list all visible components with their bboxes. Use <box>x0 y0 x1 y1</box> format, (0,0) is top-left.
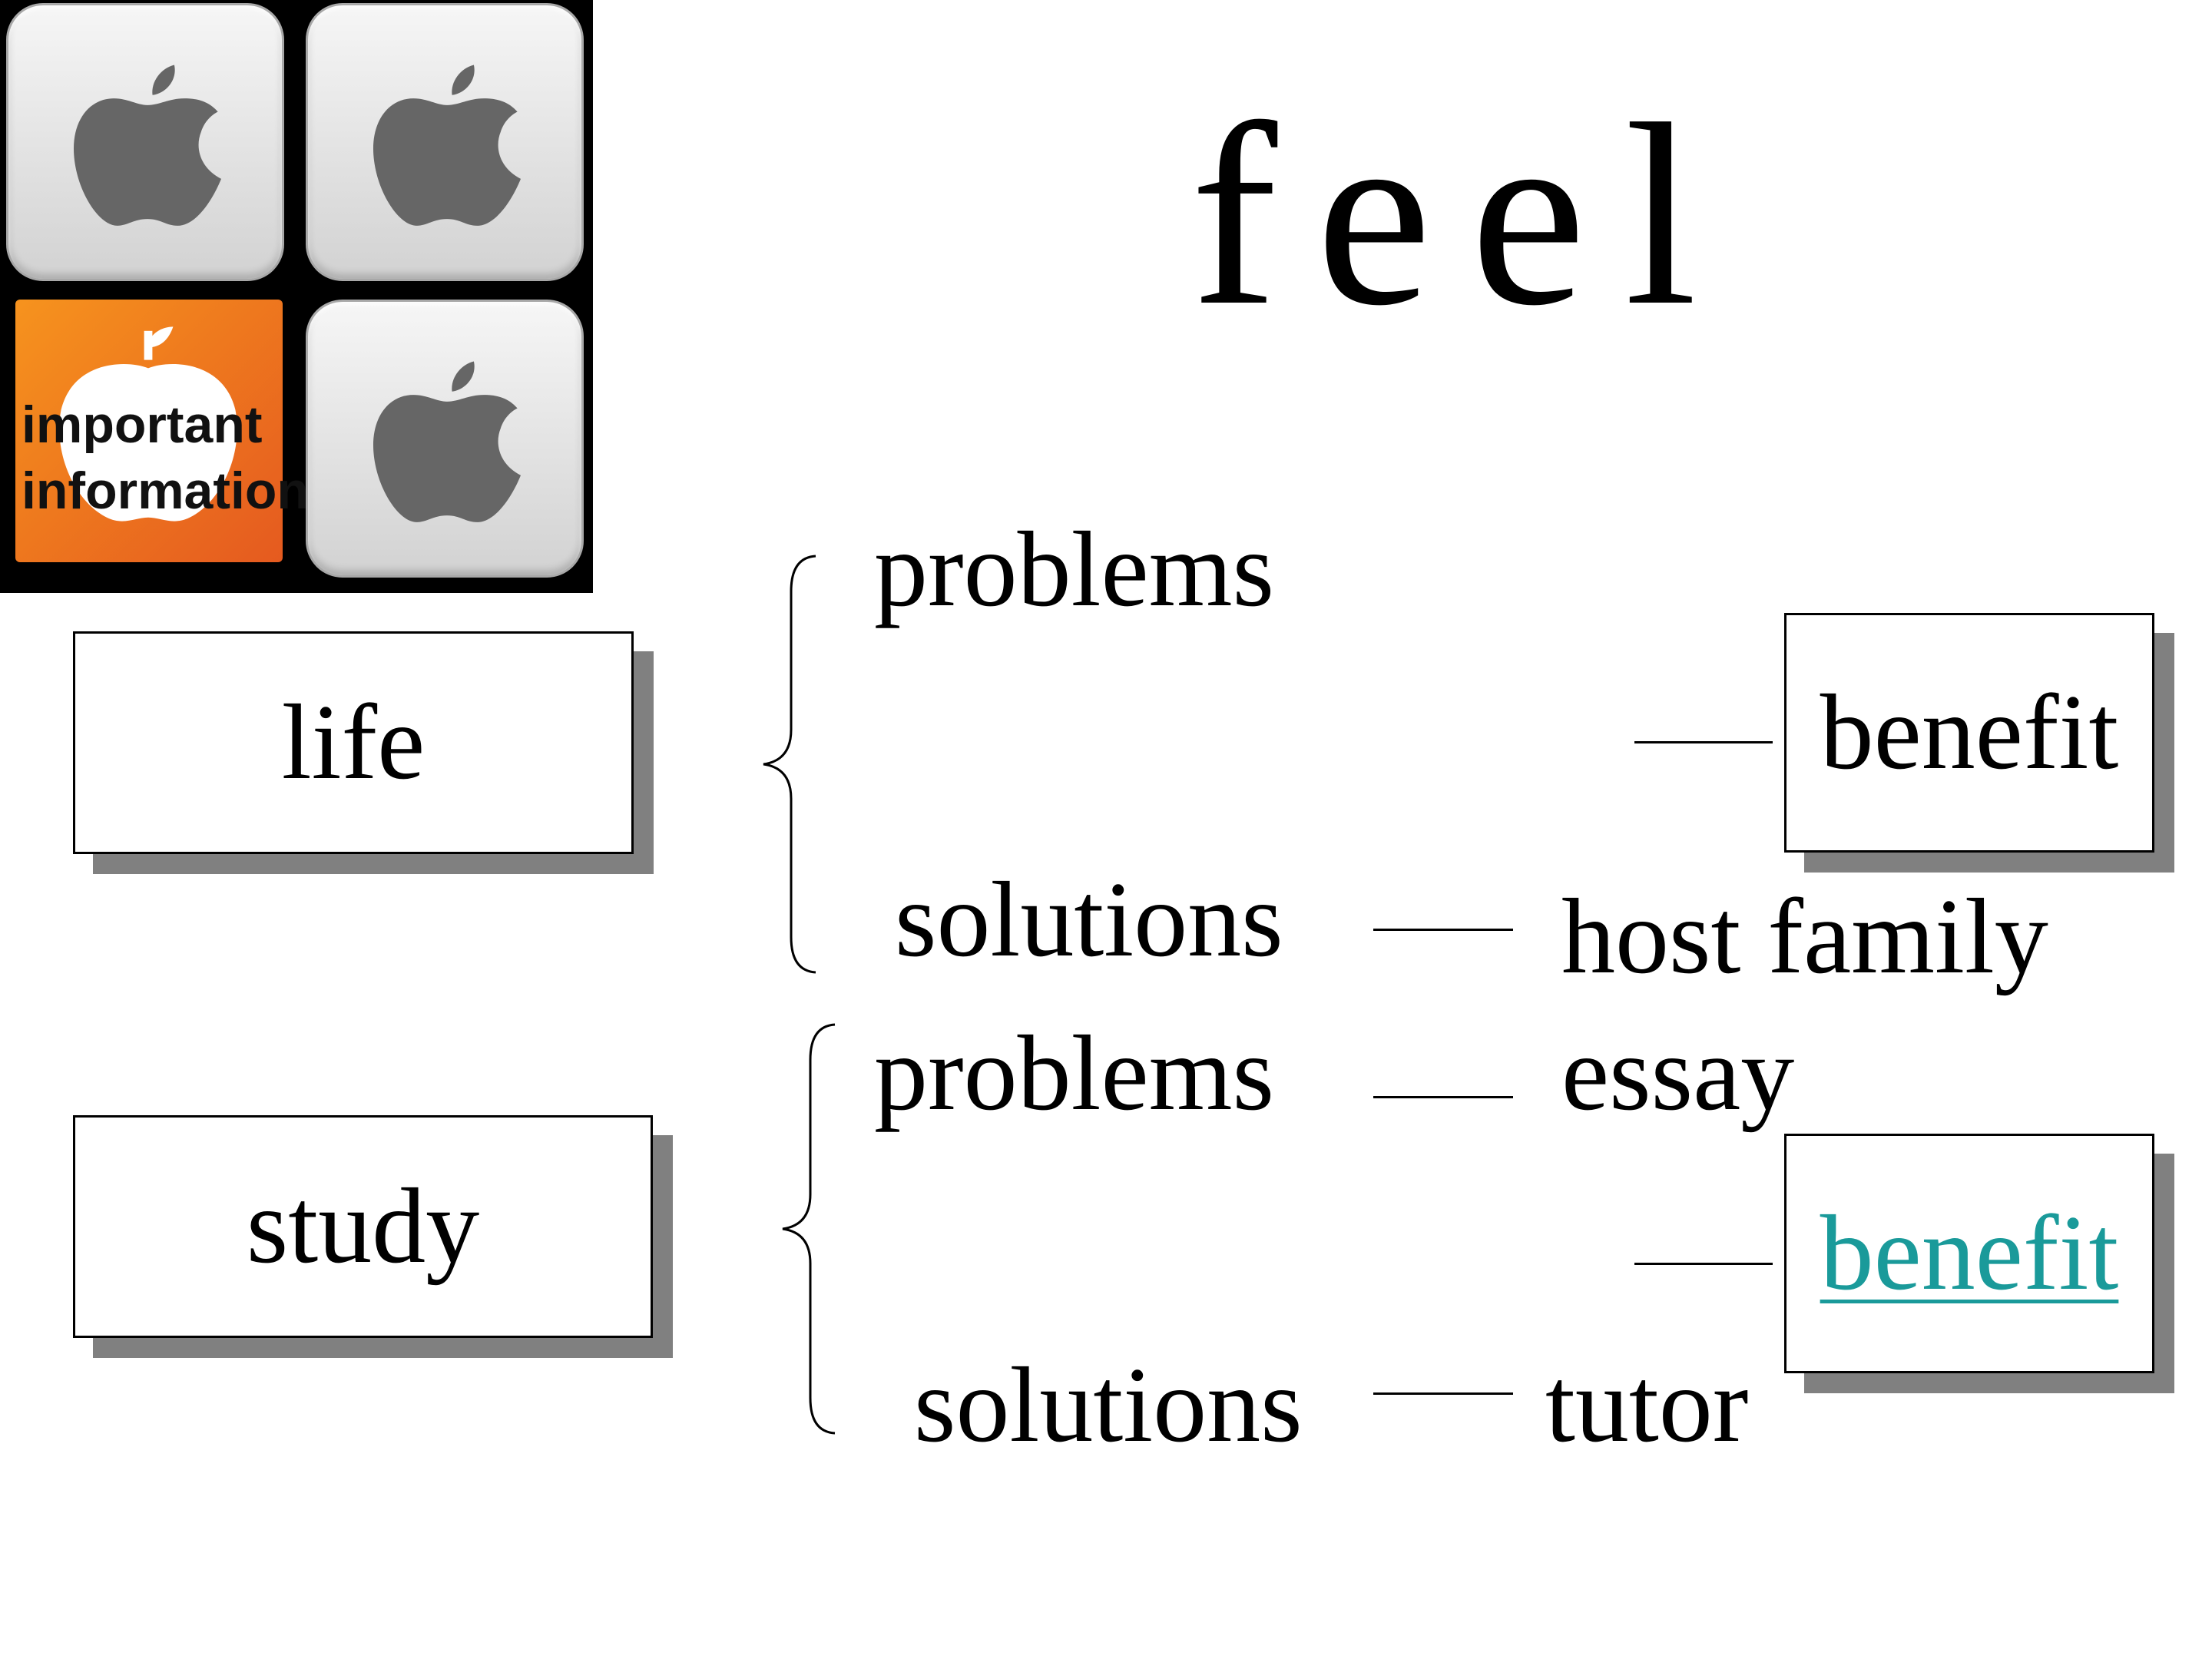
life-label: life <box>281 683 426 802</box>
life-brace <box>763 555 816 974</box>
info-line-1: important <box>22 396 263 454</box>
study-solutions: solutions <box>914 1346 1303 1465</box>
study-label: study <box>246 1167 480 1286</box>
study-benefit-link[interactable]: benefit <box>1820 1194 2119 1313</box>
apple-icon[interactable] <box>306 3 584 281</box>
host-family: host family <box>1561 877 2048 996</box>
apple-icon <box>59 326 237 522</box>
life-benefit-label: benefit <box>1820 673 2119 792</box>
apple-icon[interactable] <box>6 3 284 281</box>
info-line-2: information <box>22 462 309 520</box>
life-benefit-box[interactable]: benefit <box>1784 613 2154 853</box>
page-title: feel <box>1190 70 1736 359</box>
study-brace <box>782 1023 836 1435</box>
life-benefit-connector <box>1634 741 1773 743</box>
apple-icon[interactable] <box>306 300 584 578</box>
essay: essay <box>1561 1014 1795 1133</box>
life-solutions: solutions <box>895 860 1283 979</box>
study-benefit-connector <box>1634 1263 1773 1265</box>
study-problems: problems <box>874 1014 1275 1133</box>
important-info-label: important information <box>22 392 309 524</box>
tutor: tutor <box>1545 1346 1749 1465</box>
life-solutions-connector <box>1373 929 1513 931</box>
important-info-badge[interactable] <box>15 300 283 562</box>
life-problems: problems <box>874 510 1275 629</box>
study-problems-connector <box>1373 1096 1513 1098</box>
study-solutions-connector <box>1373 1392 1513 1395</box>
study-box[interactable]: study <box>73 1115 653 1338</box>
life-box[interactable]: life <box>73 631 634 854</box>
study-benefit-box[interactable]: benefit <box>1784 1134 2154 1373</box>
